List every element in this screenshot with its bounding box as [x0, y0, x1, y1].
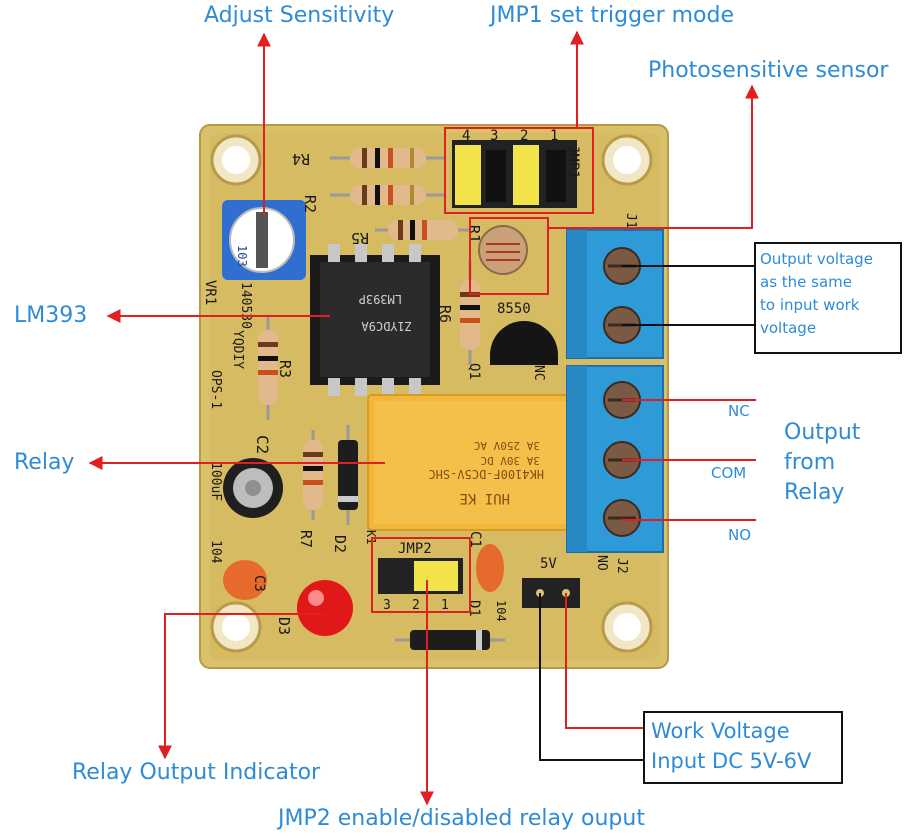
- jmp1-header: [452, 140, 577, 208]
- pcb-side-code: 140530: [238, 282, 253, 329]
- resistor-r7: [303, 430, 323, 520]
- relay-rating-1: 3A 250V AC: [474, 439, 540, 452]
- power-header-5v: [522, 578, 580, 608]
- terminal-block-j1: [566, 229, 664, 359]
- pcb-label-r3: R3: [276, 360, 294, 378]
- resistor-r2: [330, 185, 445, 205]
- pcb-label-r7: R7: [297, 530, 315, 548]
- jmp2-pin-2: 2: [412, 598, 420, 613]
- potentiometer-vr1: [222, 200, 306, 280]
- jmp2-header: [378, 558, 463, 594]
- output-voltage-box: Output voltage as the same to input work…: [754, 242, 902, 354]
- led-d3: [297, 580, 353, 636]
- capacitor-c1: [476, 544, 504, 592]
- jmp2-pin-1: 1: [441, 598, 449, 613]
- line-power-pos: [565, 593, 644, 729]
- pcb-label-nc: NC: [531, 365, 546, 381]
- pcb-label-r5: R5: [351, 229, 369, 247]
- ic-date-code: Z1YDC9A: [361, 319, 412, 333]
- mounting-hole: [210, 134, 262, 186]
- pcb-side-model: OPS-1: [208, 370, 223, 409]
- pcb-label-vr1: VR1: [202, 280, 218, 305]
- output-box-line-1: Output voltage: [760, 250, 873, 268]
- pcb-label-r6: R6: [436, 305, 454, 323]
- label-relay: Relay: [14, 450, 75, 475]
- output-box-line-4: voltage: [760, 319, 817, 337]
- ic-lm393: [310, 244, 440, 396]
- resistor-r3: [258, 315, 278, 420]
- pcb-label-j2: J2: [614, 558, 629, 574]
- label-lm393: LM393: [14, 303, 88, 328]
- pcb-label-d3: D3: [275, 617, 293, 635]
- jmp1-highlight-box: [444, 127, 594, 214]
- line-power-neg: [539, 593, 644, 761]
- pcb-label-jmp1: JMP1: [565, 145, 581, 179]
- pot-marking: 103: [235, 245, 249, 267]
- pcb-label-r2: R2: [301, 195, 319, 213]
- diode-d1: [395, 630, 505, 650]
- pcb-cap-104: 104: [208, 540, 223, 564]
- pcb-c1-104: 104: [494, 600, 508, 622]
- label-relay-indicator: Relay Output Indicator: [72, 760, 321, 785]
- jmp1-pin-4: 4: [462, 128, 470, 144]
- label-nc: NC: [728, 402, 750, 420]
- label-com: COM: [711, 464, 747, 482]
- relay-rating-2: 3A 30V DC: [480, 454, 540, 467]
- label-no: NO: [728, 526, 752, 544]
- mounting-hole: [601, 134, 653, 186]
- jmp1-pin-1: 1: [550, 128, 558, 144]
- capacitor-c3: [223, 560, 267, 600]
- diode-d2: [338, 425, 358, 525]
- label-from-line: from: [784, 450, 836, 475]
- pcb-label-c2: C2: [253, 435, 272, 454]
- label-photosensor: Photosensitive sensor: [648, 58, 889, 83]
- pcb-label-no: NO: [594, 555, 609, 571]
- work-voltage-box: Work Voltage Input DC 5V-6V: [643, 711, 843, 784]
- pcb-label-8550: 8550: [497, 301, 531, 317]
- pcb-label-r1: R1: [465, 225, 483, 243]
- jmp1-pin-2: 2: [520, 128, 528, 144]
- capacitor-c2: [223, 458, 283, 518]
- resistor-r4: [330, 148, 445, 168]
- photoresistor: [478, 225, 528, 275]
- label-relay-line: Relay: [784, 480, 845, 505]
- pcb-label-q1: Q1: [466, 363, 482, 380]
- relay-brand: HUI KE: [459, 490, 510, 506]
- jmp2-pin-3: 3: [383, 598, 391, 613]
- pcb-label-d2: D2: [331, 535, 349, 553]
- callout-relay-indicator: [158, 613, 325, 760]
- work-box-line-2: Input DC 5V-6V: [651, 749, 812, 773]
- callout-photosensor: [548, 84, 759, 229]
- work-box-line-1: Work Voltage: [651, 719, 790, 743]
- pcb-label-j1: J1: [623, 213, 638, 229]
- pcb-cap-value: 100uF: [208, 462, 223, 501]
- pcb-label-c3: C3: [251, 575, 267, 592]
- transistor-q1: [489, 320, 559, 365]
- label-output-from-relay: Output from Relay: [784, 418, 860, 508]
- label-jmp2-enable: JMP2 enable/disabled relay ouput: [278, 806, 645, 831]
- pcb-side-brand: YQDIY: [230, 330, 245, 369]
- output-box-line-2: as the same: [760, 273, 853, 291]
- pcb-label-r4: R4: [292, 150, 310, 168]
- photosensor-highlight-box: [469, 217, 549, 295]
- pcb-label-5v: 5V: [540, 556, 557, 572]
- mounting-hole: [601, 601, 653, 653]
- label-jmp1-mode: JMP1 set trigger mode: [490, 3, 735, 28]
- ic-part-marking: LM393P: [359, 292, 402, 306]
- output-box-line-3: to input work: [760, 296, 860, 314]
- jmp2-highlight-box: [371, 537, 471, 613]
- pcb-label-jmp2: JMP2: [398, 541, 432, 557]
- label-output-line: Output: [784, 420, 861, 445]
- resistor-r5: [375, 220, 470, 240]
- jmp1-pin-3: 3: [490, 128, 498, 144]
- relay: [367, 394, 579, 531]
- mounting-hole: [210, 601, 262, 653]
- label-adjust-sensitivity: Adjust Sensitivity: [204, 3, 395, 28]
- pcb-label-d1: D1: [466, 600, 482, 617]
- relay-model: HK4100F-DC5V-SHC: [428, 467, 544, 481]
